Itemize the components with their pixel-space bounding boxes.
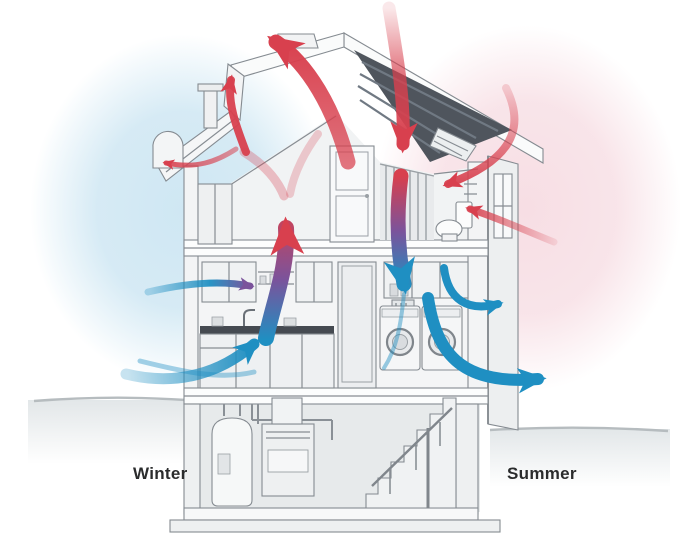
ground-shade-left [28, 400, 186, 464]
right-exterior-wall [467, 161, 489, 391]
furnace-panel [267, 449, 309, 473]
water-heater [211, 417, 253, 507]
airflow-arrows [120, 1, 558, 394]
washer-door-glass [392, 334, 408, 350]
door-panel-bottom [335, 195, 369, 237]
attic-vent-skylight [429, 127, 477, 162]
basement-floor-slab [183, 507, 479, 521]
washer-control-panel [381, 308, 419, 318]
summer-label: Summer [507, 464, 577, 483]
footing-band [169, 519, 501, 533]
stair-railing [371, 407, 453, 487]
cold-air-infiltration-rim-joist [120, 338, 260, 385]
stack-effect-rising-air [258, 216, 305, 346]
eave-gutter-end [152, 130, 184, 169]
warm-air-sinking [383, 168, 415, 295]
cold-air-crossing-stream [137, 358, 257, 378]
hot-air-entering-eave [442, 84, 519, 188]
hallway-door-leaf [341, 265, 373, 383]
furnace-duct [271, 397, 303, 425]
hallway-opening [337, 261, 377, 389]
attic-vent-slats [433, 135, 469, 157]
winter-label: Winter [133, 464, 188, 483]
laundry-down-streak [382, 292, 406, 370]
side-window-mullions [494, 174, 512, 238]
hot-air-entering-roof [382, 1, 418, 154]
attic-warm-streak-b [286, 130, 322, 198]
left-exterior-wall [183, 165, 199, 391]
door-knob [365, 194, 369, 198]
flue-rain-cap [197, 83, 224, 92]
bathroom-shelves [464, 183, 477, 195]
foundation-wall-right [455, 403, 479, 515]
ground-shade-right [490, 429, 670, 487]
furnace-vents [266, 431, 310, 439]
rafter-stripes [357, 61, 499, 154]
cool-air-escaping-upper [440, 264, 504, 316]
dryer-control-panel [423, 308, 461, 318]
toilet-base [441, 233, 458, 242]
chimney-flue-pipe [203, 89, 218, 129]
attic-warm-streak-a [239, 147, 289, 201]
cold-air-infiltration-kitchen [144, 277, 255, 296]
ground [28, 396, 670, 487]
cool-air-escaping-lower [422, 292, 547, 394]
warm-air-escaping-roof [267, 34, 356, 170]
ground-line-left [33, 396, 187, 403]
stair-balusters [389, 422, 441, 494]
kitchen-faucet [243, 309, 255, 326]
water-heater-label [217, 453, 231, 475]
warm-air-roof-leak-secondary [220, 74, 250, 156]
warm-air-eave-leak [162, 146, 239, 170]
counter-items [211, 316, 297, 327]
hot-air-entering-bathroom-wall [465, 205, 558, 246]
foundation-wall-left [183, 403, 201, 515]
